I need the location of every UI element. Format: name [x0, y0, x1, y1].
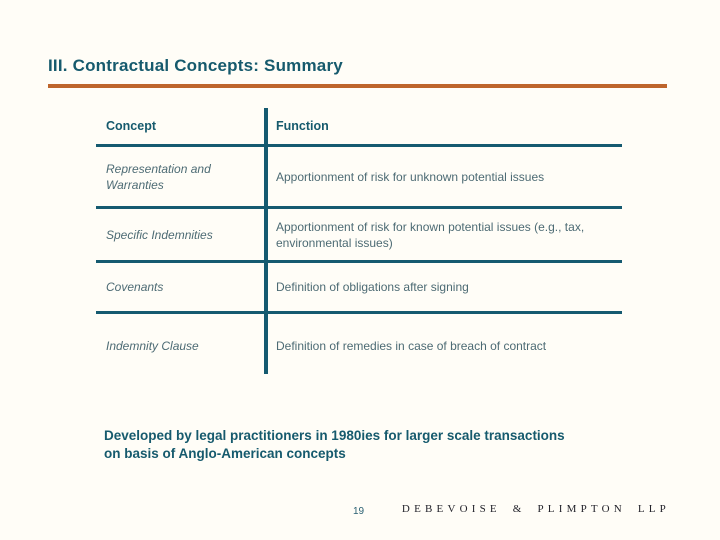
- concept-cell: Specific Indemnities: [106, 227, 213, 242]
- table-row: Representation and Warranties Apportionm…: [96, 147, 622, 209]
- table-row: Covenants Definition of obligations afte…: [96, 263, 622, 314]
- function-cell: Apportionment of risk for known potentia…: [276, 219, 585, 250]
- function-cell: Definition of remedies in case of breach…: [276, 338, 547, 353]
- column-header-concept: Concept: [106, 119, 156, 133]
- function-cell: Definition of obligations after signing: [276, 280, 469, 294]
- function-cell: Apportionment of risk for unknown potent…: [276, 169, 545, 184]
- column-header-function: Function: [276, 119, 329, 133]
- table-header-row: Concept Function: [96, 108, 622, 147]
- table-row: Specific Indemnities Apportionment of ri…: [96, 209, 622, 263]
- table-row: Indemnity Clause Definition of remedies …: [96, 314, 622, 377]
- concept-cell: Indemnity Clause: [106, 338, 199, 353]
- concept-cell: Representation and Warranties: [106, 161, 211, 192]
- title-underline-rule: [48, 84, 667, 88]
- concept-cell: Covenants: [106, 280, 164, 294]
- summary-note: Developed by legal practitioners in 1980…: [104, 427, 565, 461]
- concept-function-table: Concept Function Representation and Warr…: [96, 108, 622, 377]
- page-number: 19: [353, 506, 365, 517]
- slide-title: III. Contractual Concepts: Summary: [48, 56, 343, 75]
- table-column-divider: [264, 108, 268, 374]
- debevoise-plimpton-logo: DEBEVOISE & PLIMPTON LLP: [401, 503, 670, 515]
